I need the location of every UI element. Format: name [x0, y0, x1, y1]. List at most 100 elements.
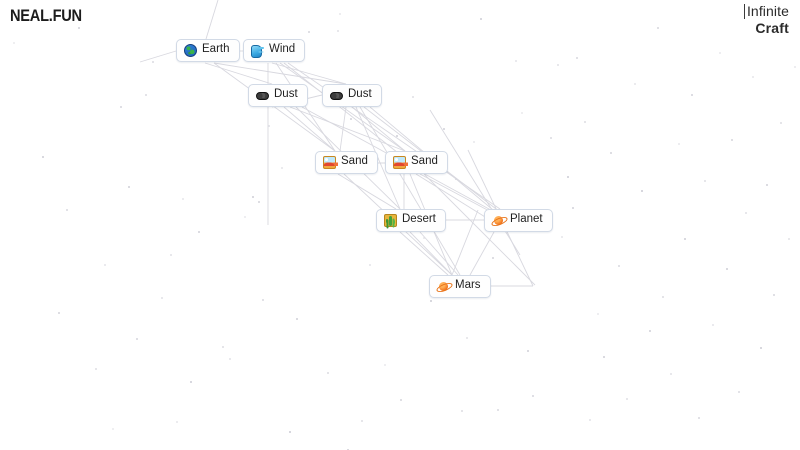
connection-line	[213, 62, 347, 85]
background-star	[760, 347, 762, 349]
background-star	[719, 52, 721, 54]
background-star	[78, 27, 80, 29]
dust-icon-art	[330, 92, 343, 100]
infinite-craft-logo: Infinite Craft	[743, 4, 789, 36]
background-star	[455, 178, 457, 180]
background-star	[112, 428, 114, 430]
sand-icon-art	[393, 156, 408, 169]
background-star	[252, 196, 254, 198]
element-node-wind[interactable]: Wind	[243, 39, 306, 62]
element-node-dust1[interactable]: Dust	[248, 84, 308, 107]
cactus-icon-art	[384, 214, 397, 227]
globe-icon-art	[184, 44, 197, 57]
background-star	[684, 238, 686, 240]
background-star	[466, 337, 468, 339]
background-star	[480, 18, 482, 20]
background-star	[170, 254, 172, 256]
connection-line	[409, 231, 453, 276]
background-star	[678, 143, 680, 145]
logo-line-craft: Craft	[755, 19, 789, 36]
connection-line	[429, 109, 521, 256]
background-star	[396, 135, 398, 137]
element-node-label: Dust	[274, 88, 298, 101]
background-star	[788, 238, 790, 240]
sand-icon-art	[323, 156, 338, 169]
background-star	[597, 313, 599, 315]
background-star	[527, 350, 529, 352]
background-star	[244, 216, 246, 218]
background-star	[229, 358, 231, 360]
element-node-label: Earth	[202, 43, 230, 56]
background-star	[691, 94, 693, 96]
background-star	[198, 231, 200, 233]
background-star	[584, 121, 586, 123]
connection-line	[279, 62, 406, 152]
background-star	[610, 152, 612, 154]
connection-line	[213, 62, 336, 152]
background-star	[497, 409, 499, 411]
element-node-sand1[interactable]: Sand	[315, 151, 378, 174]
planet-icon-art	[492, 214, 505, 227]
element-node-label: Wind	[269, 43, 296, 56]
background-star	[258, 201, 260, 203]
background-star	[670, 373, 672, 375]
background-star	[443, 128, 445, 130]
background-star	[66, 209, 68, 211]
background-star	[337, 30, 339, 32]
element-node-label: Dust	[348, 88, 372, 101]
element-node-desert[interactable]: Desert	[376, 209, 446, 232]
background-star	[572, 207, 574, 209]
background-star	[618, 265, 620, 267]
element-node-label: Sand	[411, 155, 438, 168]
connection-line	[359, 106, 461, 276]
connection-line	[287, 62, 501, 210]
sand-icon	[393, 156, 408, 169]
background-star	[327, 372, 329, 374]
wind-icon-art	[251, 44, 264, 58]
background-star	[296, 318, 298, 320]
background-star	[649, 330, 651, 332]
background-star	[492, 257, 494, 259]
background-star	[412, 96, 414, 98]
background-star	[576, 57, 578, 59]
element-node-planet[interactable]: Planet	[484, 209, 553, 232]
element-node-mars[interactable]: Mars	[429, 275, 491, 298]
background-star	[152, 61, 154, 63]
planet-icon-art	[437, 280, 450, 293]
connection-line	[351, 106, 406, 152]
connection-line	[469, 231, 495, 276]
background-star	[698, 417, 700, 419]
neal-fun-logo[interactable]: NEAL.FUN	[10, 6, 82, 25]
background-star	[521, 112, 523, 114]
element-node-sand2[interactable]: Sand	[385, 151, 448, 174]
background-star	[190, 381, 192, 383]
connection-line	[283, 62, 408, 161]
globe-icon	[184, 44, 197, 57]
background-star	[766, 184, 768, 186]
dust-icon-art	[256, 92, 269, 100]
cactus-icon	[384, 214, 397, 227]
connection-line	[289, 106, 406, 152]
background-star	[281, 167, 283, 169]
background-star	[589, 419, 591, 421]
background-star	[128, 186, 130, 188]
background-star	[268, 125, 270, 127]
element-node-label: Planet	[510, 213, 543, 226]
connection-line	[271, 62, 347, 85]
background-star	[626, 398, 628, 400]
background-star	[176, 421, 178, 423]
background-star	[662, 296, 664, 298]
background-star	[780, 122, 782, 124]
element-node-dust2[interactable]: Dust	[322, 84, 382, 107]
background-star	[13, 42, 15, 44]
background-star	[738, 391, 740, 393]
element-node-label: Mars	[455, 279, 481, 292]
background-star	[222, 346, 224, 348]
background-star	[120, 106, 122, 108]
background-star	[361, 420, 363, 422]
connection-line	[337, 173, 397, 210]
background-star	[657, 27, 659, 29]
element-node-earth[interactable]: Earth	[176, 39, 240, 62]
background-star	[289, 431, 291, 433]
